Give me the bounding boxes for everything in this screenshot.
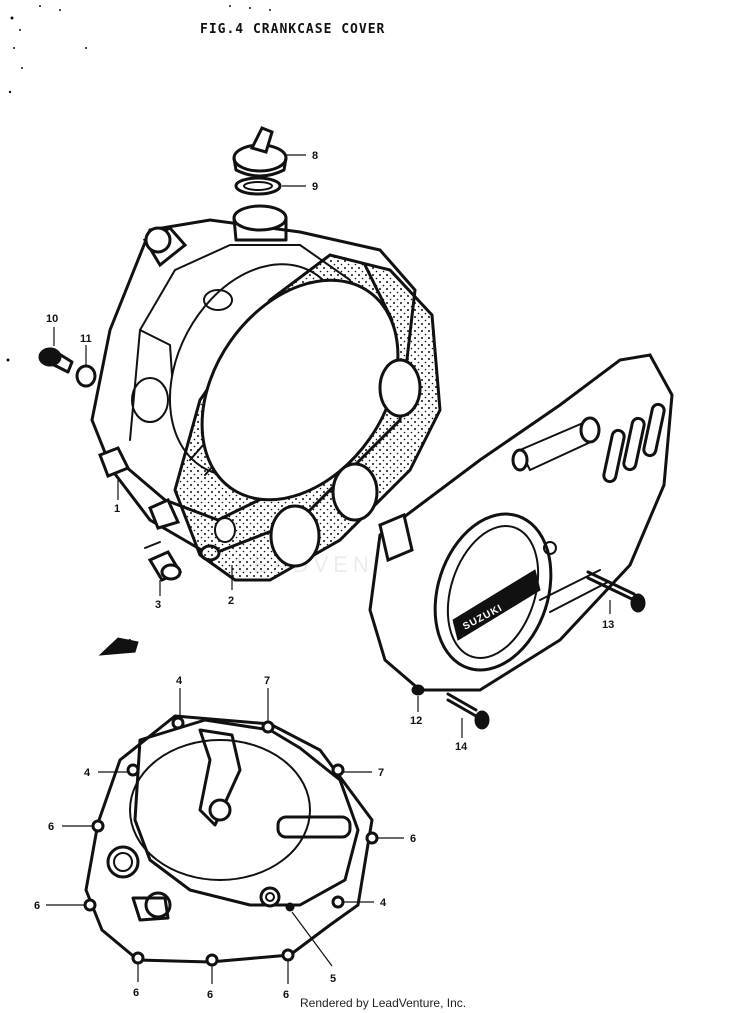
callout-10: 10 [46, 313, 58, 325]
callout-5: 5 [330, 973, 336, 985]
clutch-cover-outer [83, 714, 379, 967]
callout-4-left: 4 [84, 767, 91, 779]
scan-specks [6, 5, 271, 362]
callout-7-right: 7 [378, 767, 384, 779]
callouts: 8 9 10 11 1 2 3 12 13 14 4 7 4 7 6 6 6 4… [34, 150, 614, 1001]
filler-cap-o-ring [234, 176, 282, 196]
diagram-title: FIG.4 CRANKCASE COVER [200, 22, 386, 37]
callout-12: 12 [410, 715, 422, 727]
callout-6-left-upper: 6 [48, 821, 54, 833]
drain-plug [38, 347, 74, 374]
callout-1: 1 [114, 503, 120, 515]
callout-8: 8 [312, 150, 318, 162]
callout-14: 14 [455, 741, 468, 753]
callout-2: 2 [228, 595, 234, 607]
callout-6-right: 6 [410, 833, 416, 845]
callout-6-left-lower: 6 [34, 900, 40, 912]
callout-7-top: 7 [264, 675, 270, 687]
callout-6-bottom-left: 6 [133, 987, 139, 999]
cover-gasket [173, 253, 442, 582]
direction-arrow [98, 637, 139, 656]
generator-cover: SUZUKI [368, 353, 674, 692]
callout-9: 9 [312, 181, 318, 193]
drain-plug-washer [75, 364, 97, 388]
leader-lines [46, 154, 611, 984]
bolt-13 [586, 570, 646, 613]
callout-6-bottom-mid: 6 [207, 989, 213, 1001]
render-credit: Rendered by LeadVenture, Inc. [300, 996, 467, 1010]
callout-13: 13 [602, 619, 614, 631]
bolt-14 [446, 692, 490, 730]
dowel-pin [144, 541, 183, 582]
callout-4-top: 4 [176, 675, 183, 687]
bolt-12 [411, 684, 425, 696]
callout-3: 3 [155, 599, 161, 611]
oil-filler-cap [232, 126, 288, 178]
callout-4-right: 4 [380, 897, 387, 909]
callout-11: 11 [80, 333, 92, 345]
callout-6-bottom-right: 6 [283, 989, 289, 1001]
